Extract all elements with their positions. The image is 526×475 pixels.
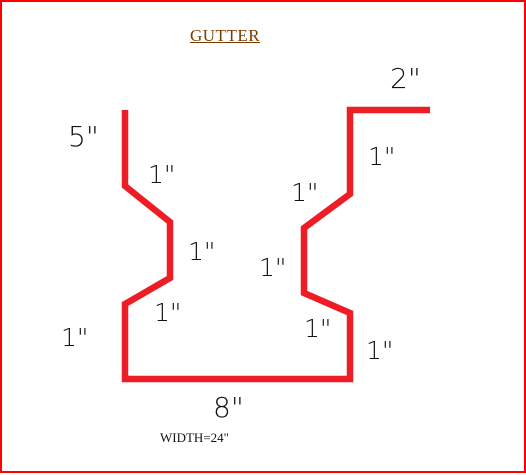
label-left-top: 5" (68, 120, 99, 153)
label-right-slope-upper: 1" (291, 178, 319, 207)
width-note: WIDTH=24" (160, 430, 229, 445)
label-right-bottom: 1" (366, 336, 394, 365)
gutter-profile-line (121, 106, 430, 383)
label-right-vertical-mid: 1" (259, 253, 287, 282)
label-left-slope-lower: 1" (154, 298, 182, 327)
label-left-bottom: 1" (61, 323, 89, 352)
label-left-vertical-mid: 1" (188, 237, 216, 266)
label-bottom: 8" (213, 391, 244, 424)
label-right-top: 1" (368, 142, 396, 171)
diagram-title: GUTTER (190, 26, 261, 45)
label-left-slope-upper: 1" (148, 160, 176, 189)
label-top-flange: 2" (390, 62, 421, 95)
label-right-slope-lower: 1" (304, 314, 332, 343)
